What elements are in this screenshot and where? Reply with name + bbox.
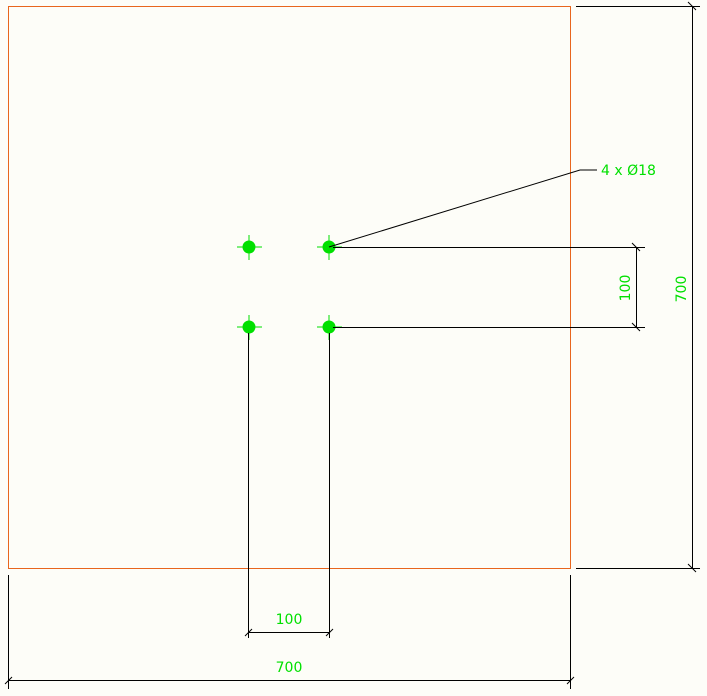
bottom-hole-spacing-label: 100: [276, 612, 303, 628]
bottom-overall-label: 700: [276, 660, 303, 676]
hole-callout-text: 4 x Ø18: [601, 163, 656, 179]
hole-top-left[interactable]: [237, 235, 262, 260]
right-overall-dimension: [576, 1, 700, 573]
bottom-overall-dimension: [4, 575, 575, 689]
right-hole-spacing-label: 100: [618, 275, 634, 302]
right-overall-label: 700: [674, 276, 690, 303]
hole-bottom-left[interactable]: [237, 315, 262, 340]
bottom-hole-spacing-dimension: [244, 333, 334, 638]
right-hole-spacing-dimension: [333, 242, 645, 332]
hole-callout-leader: [328, 169, 597, 248]
base-plate-outline[interactable]: [8, 6, 571, 569]
